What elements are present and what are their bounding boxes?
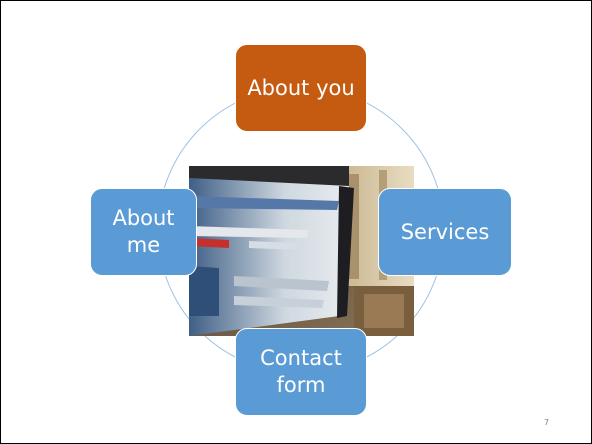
page-number: 7: [544, 418, 550, 427]
node-about-you: About you: [235, 44, 367, 132]
node-services: Services: [378, 188, 512, 276]
center-photo: [189, 166, 414, 336]
node-about-you-label: About you: [247, 75, 355, 100]
node-about-me-label: About me: [112, 206, 175, 257]
node-contact-form: Contact form: [235, 328, 367, 416]
node-contact-form-label: Contact form: [260, 346, 342, 397]
node-services-label: Services: [400, 219, 490, 244]
node-about-me: About me: [90, 188, 197, 276]
